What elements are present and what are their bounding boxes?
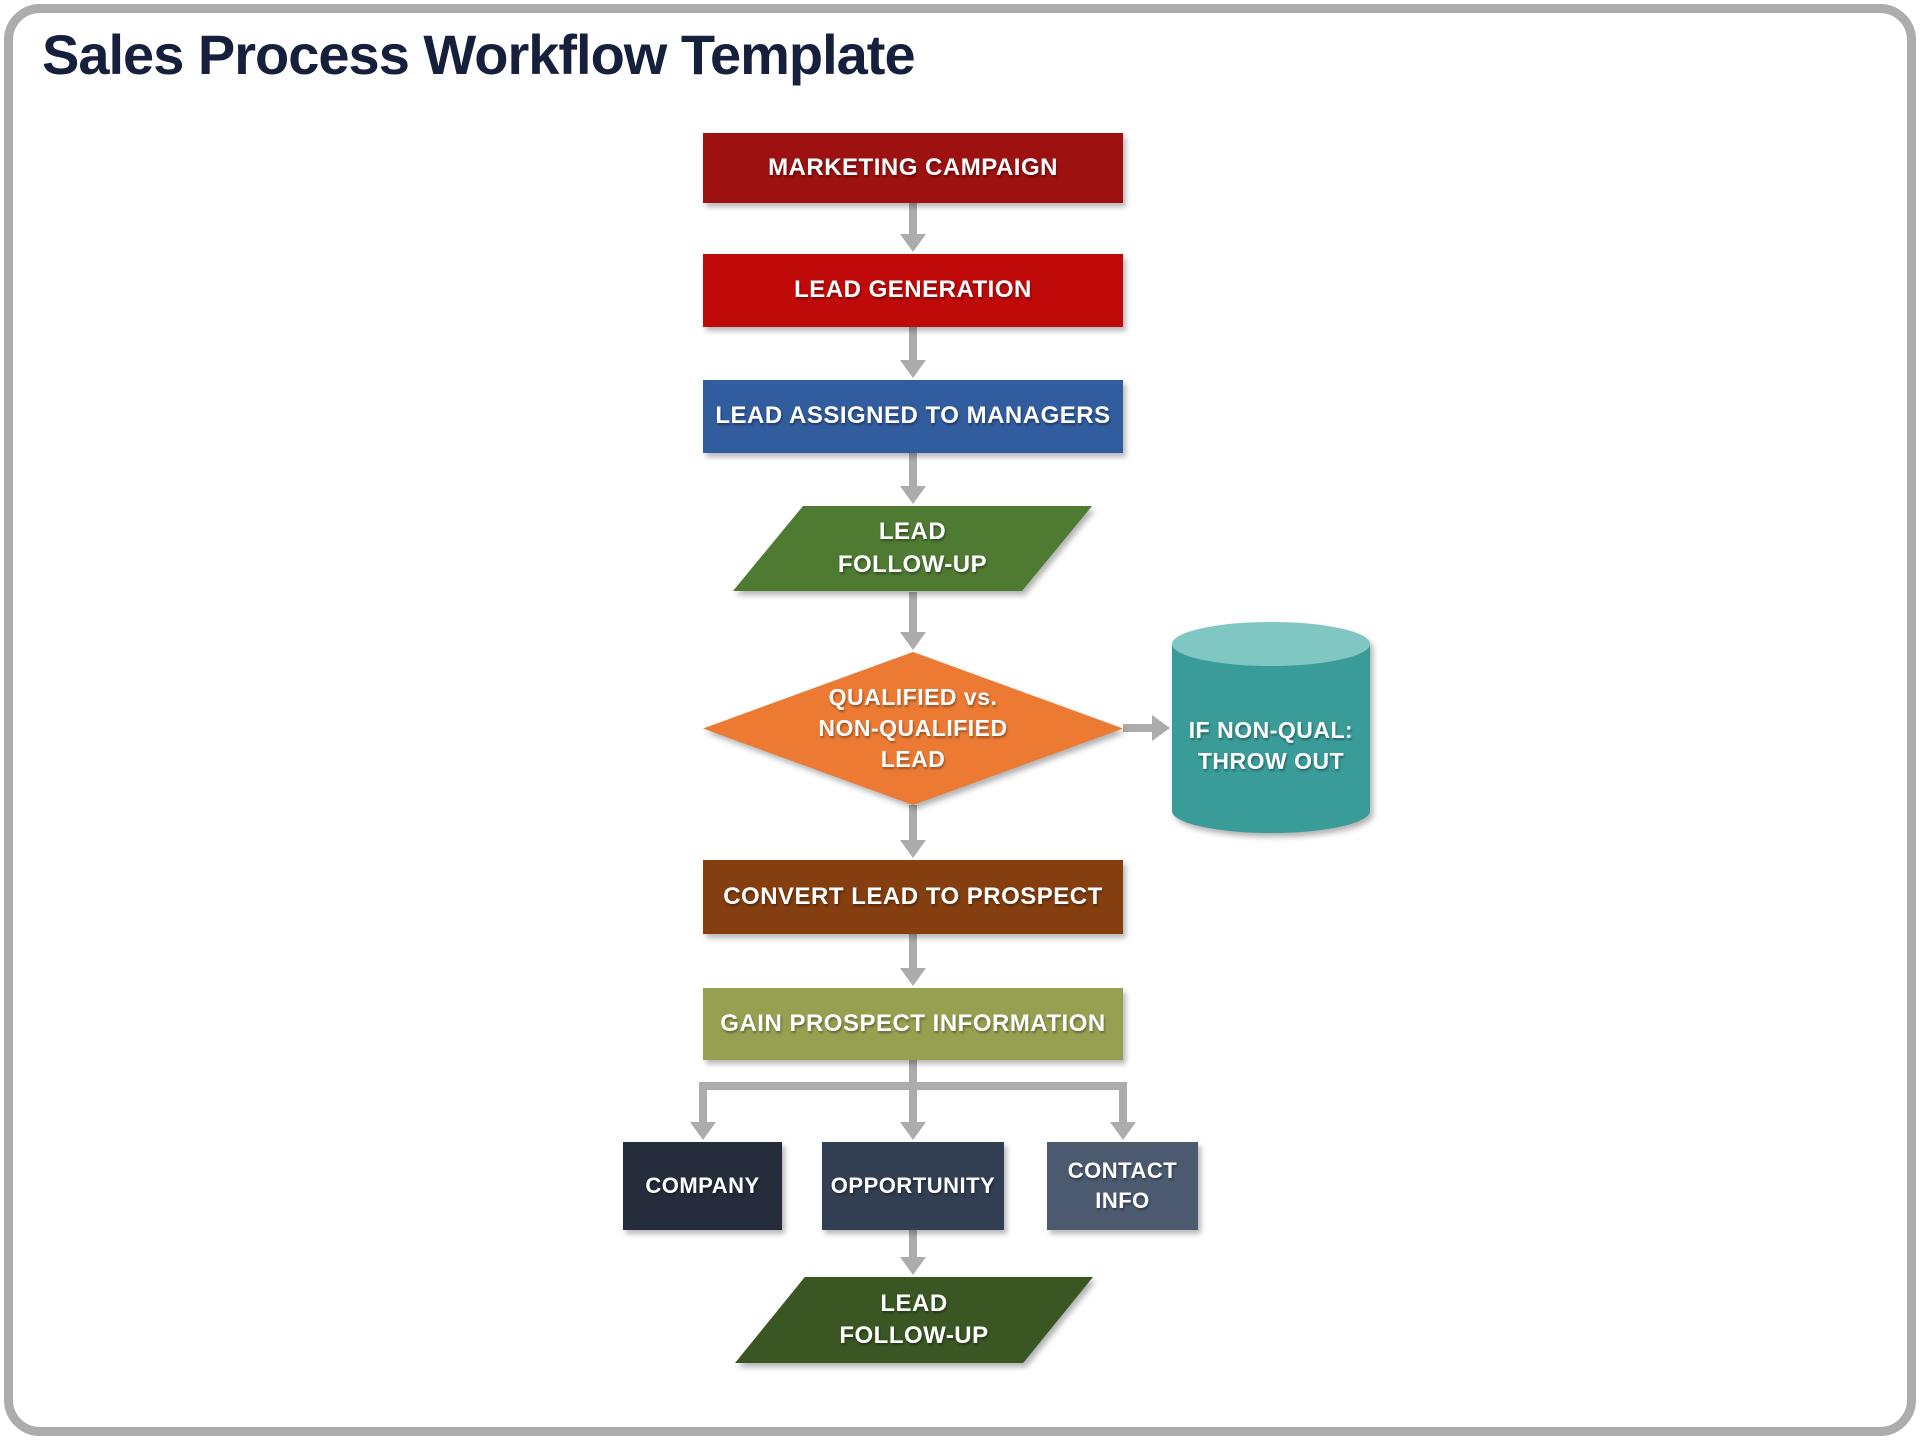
arrow-heads: [690, 234, 1170, 1275]
arrowhead-3: [900, 486, 926, 504]
node-marketing-campaign: MARKETING CAMPAIGN: [703, 133, 1123, 203]
node-label: OPPORTUNITY: [830, 1173, 996, 1199]
node-company: COMPANY: [623, 1142, 782, 1230]
cylinder-body: [1172, 644, 1370, 833]
branch-connector: [699, 1082, 1127, 1122]
node-lead-assigned-to-managers: LEAD ASSIGNED TO MANAGERS: [703, 380, 1123, 453]
node-label: LEAD GENERATION: [794, 276, 1032, 304]
page-title: Sales Process Workflow Template: [42, 23, 916, 86]
node-contact-info: CONTACT INFO: [1047, 1142, 1198, 1230]
node-convert-lead-to-prospect: CONVERT LEAD TO PROSPECT: [703, 860, 1123, 934]
node-label: COMPANY: [645, 1173, 760, 1199]
arrowhead-2: [900, 360, 926, 378]
arrowhead-branch-left: [690, 1122, 716, 1140]
node-label: LEAD FOLLOW-UP: [839, 1289, 989, 1349]
arrowhead-1: [900, 234, 926, 252]
node-label: CONTACT INFO: [1067, 1158, 1178, 1213]
arrowhead-right: [1152, 715, 1170, 741]
arrowhead-4: [900, 632, 926, 650]
node-if-non-qual-throw-out: IF NON-QUAL: THROW OUT: [1172, 622, 1370, 833]
node-label: QUALIFIED vs. NON-QUALIFIED LEAD: [818, 683, 1008, 773]
node-lead-generation: LEAD GENERATION: [703, 254, 1123, 327]
node-label: CONVERT LEAD TO PROSPECT: [723, 882, 1103, 910]
node-label: IF NON-QUAL: THROW OUT: [1188, 716, 1354, 774]
arrowhead-7: [900, 1257, 926, 1275]
cylinder-shape: [1172, 622, 1370, 833]
node-opportunity: OPPORTUNITY: [822, 1142, 1004, 1230]
arrowhead-5: [900, 840, 926, 858]
node-lead-follow-up-2: LEAD FOLLOW-UP: [735, 1277, 1093, 1363]
arrowhead-6: [900, 968, 926, 986]
node-label: LEAD ASSIGNED TO MANAGERS: [715, 402, 1111, 430]
arrowhead-branch-middle: [900, 1122, 926, 1140]
node-gain-prospect-information: GAIN PROSPECT INFORMATION: [703, 988, 1123, 1060]
node-label: GAIN PROSPECT INFORMATION: [720, 1009, 1106, 1037]
node-qualified-vs-non-qualified: QUALIFIED vs. NON-QUALIFIED LEAD: [703, 652, 1123, 805]
node-lead-follow-up-1: LEAD FOLLOW-UP: [733, 506, 1092, 591]
arrowhead-branch-right: [1110, 1122, 1136, 1140]
node-label: LEAD FOLLOW-UP: [837, 518, 988, 578]
cylinder-top: [1172, 622, 1370, 666]
node-label: MARKETING CAMPAIGN: [768, 153, 1058, 181]
arrow-shafts: [699, 203, 1152, 1257]
